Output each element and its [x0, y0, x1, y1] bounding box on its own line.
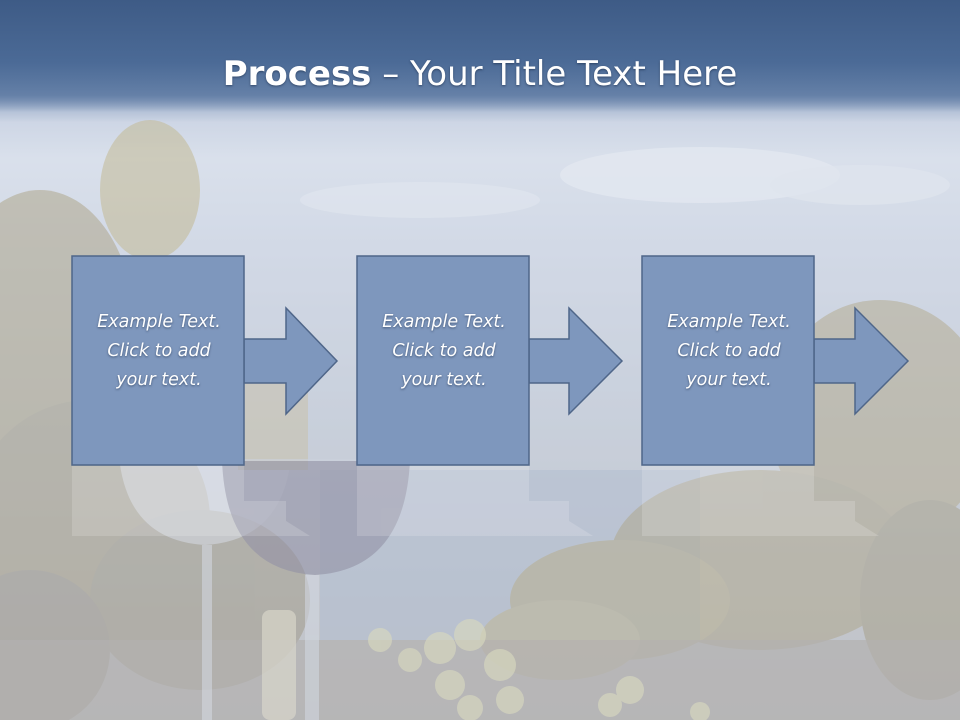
- step-3-text[interactable]: Example Text. Click to add your text.: [667, 312, 791, 390]
- title-bold-part: Process: [222, 54, 372, 94]
- step-1-reflection: [72, 466, 360, 536]
- title-rest-part: – Your Title Text Here: [371, 54, 738, 94]
- step-1-text[interactable]: Example Text. Click to add your text.: [97, 312, 221, 390]
- right-arrow-icon: [356, 255, 624, 466]
- process-step-3[interactable]: Example Text. Click to add your text.: [641, 255, 930, 466]
- process-step-2[interactable]: Example Text. Click to add your text.: [356, 255, 645, 466]
- step-2-reflection: [357, 466, 645, 536]
- slide-title[interactable]: Process – Your Title Text Here: [0, 52, 960, 96]
- right-arrow-icon: [641, 255, 910, 466]
- right-arrow-icon: [71, 255, 339, 466]
- title-band: [0, 0, 960, 112]
- step-2-text[interactable]: Example Text. Click to add your text.: [382, 312, 506, 390]
- step-3-reflection: [642, 466, 930, 536]
- process-step-1[interactable]: Example Text. Click to add your text.: [71, 255, 360, 466]
